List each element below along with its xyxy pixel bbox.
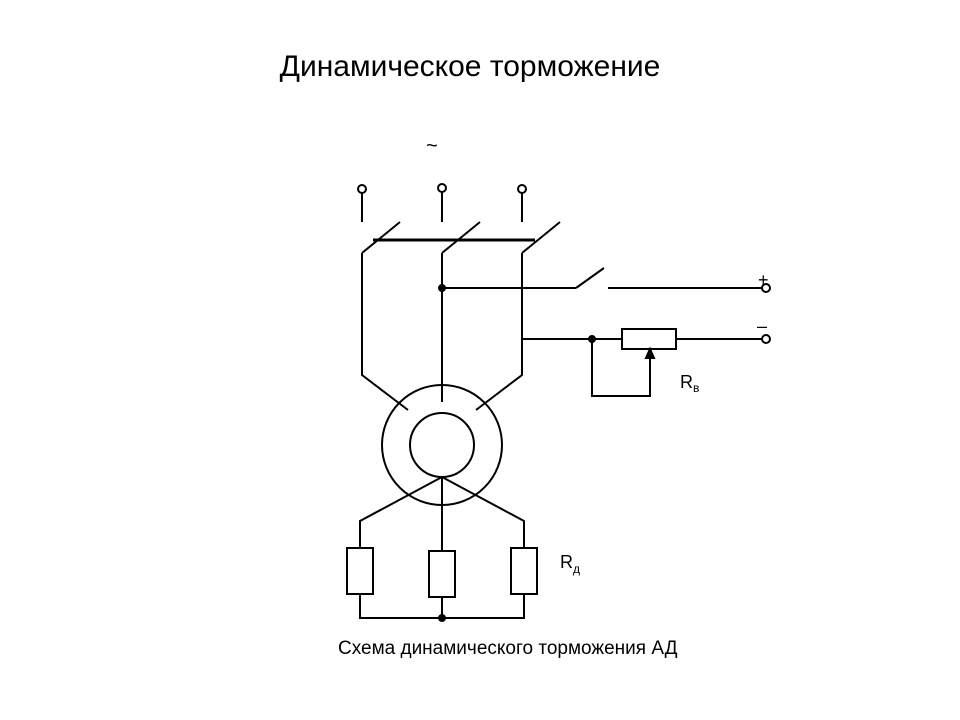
rotor-resistors: Rд <box>346 547 580 622</box>
plus-label: + <box>758 270 769 290</box>
minus-label: – <box>757 316 767 336</box>
diagram-caption: Схема динамического торможения АД <box>338 638 678 659</box>
terminal-phase-c <box>517 184 527 194</box>
rheostat <box>621 328 677 350</box>
rheostat-branch: – Rв <box>522 316 771 397</box>
rheostat-label: Rв <box>680 372 699 395</box>
rheostat-wiper-arrow <box>644 346 656 359</box>
ac-symbol: ~ <box>426 135 438 157</box>
dc-minus-terminal <box>761 334 771 344</box>
page-title: Динамическое торможение <box>279 50 661 83</box>
terminal-phase-a <box>357 184 367 194</box>
rotor-leads <box>359 476 525 551</box>
rotor-resistor-label: Rд <box>560 552 580 576</box>
main-switch <box>361 221 561 254</box>
rotor-resistor-2 <box>428 550 456 598</box>
rotor-resistor-1 <box>346 547 374 595</box>
dc-switch-branch: + <box>438 267 771 293</box>
phase-wires <box>361 253 523 411</box>
supply-terminals <box>357 183 527 222</box>
motor-rotor <box>409 412 475 478</box>
junction-dot <box>438 614 446 622</box>
dc-plus-terminal <box>761 283 771 293</box>
rotor-resistor-3 <box>510 547 538 595</box>
terminal-phase-b <box>437 183 447 193</box>
